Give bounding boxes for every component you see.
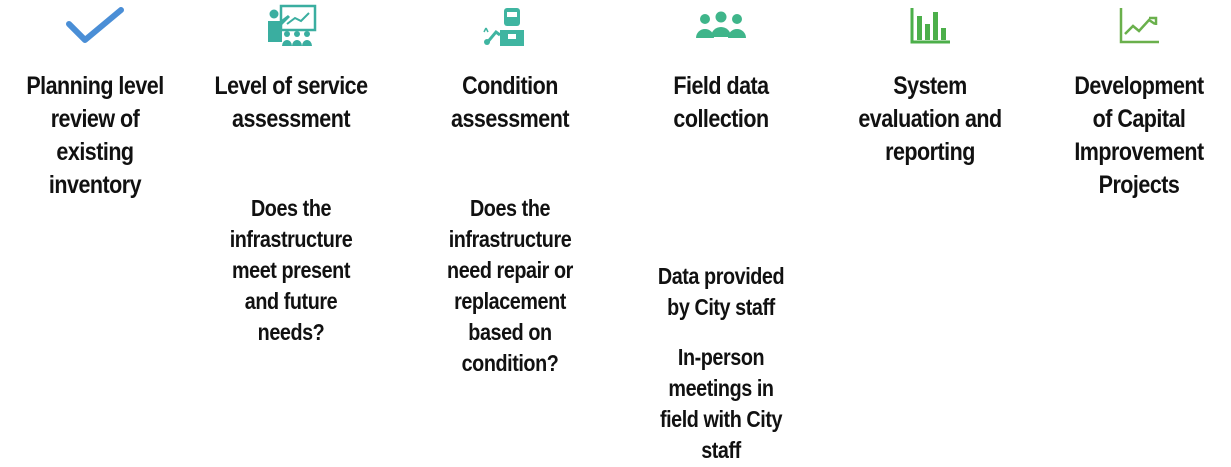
step-planning-review: Planning level review of existing invent… <box>0 0 190 467</box>
trend-line-chart-icon <box>1109 4 1169 48</box>
step-title: Planning level review of existing invent… <box>26 72 164 199</box>
people-group-icon <box>691 4 751 48</box>
step-note: Data provided by City staff <box>657 263 785 320</box>
welder-mask-icon <box>480 4 540 48</box>
step-field-data-collection: Field data collection Data provided by C… <box>626 0 816 467</box>
step-title: Development of Capital Improvement Proje… <box>1074 72 1204 199</box>
step-title: Condition assessment <box>451 72 569 133</box>
step-title: Field data collection <box>673 72 769 133</box>
step-condition-assessment: Condition assessment Does the infrastruc… <box>415 0 605 467</box>
step-question: Does the infrastructure meet present and… <box>229 195 353 345</box>
step-note: In-person meetings in field with City st… <box>659 344 783 463</box>
checkmark-icon <box>65 4 125 48</box>
step-system-evaluation: System evaluation and reporting <box>835 0 1025 467</box>
step-capital-improvement: Development of Capital Improvement Proje… <box>1044 0 1231 467</box>
step-title: Level of service assessment <box>214 72 368 133</box>
step-level-of-service: Level of service assessment Does the inf… <box>196 0 386 467</box>
step-question: Does the infrastructure need repair or r… <box>447 195 573 376</box>
presentation-audience-icon <box>261 4 321 48</box>
step-title: System evaluation and reporting <box>858 72 1002 166</box>
bar-chart-icon <box>900 4 960 48</box>
